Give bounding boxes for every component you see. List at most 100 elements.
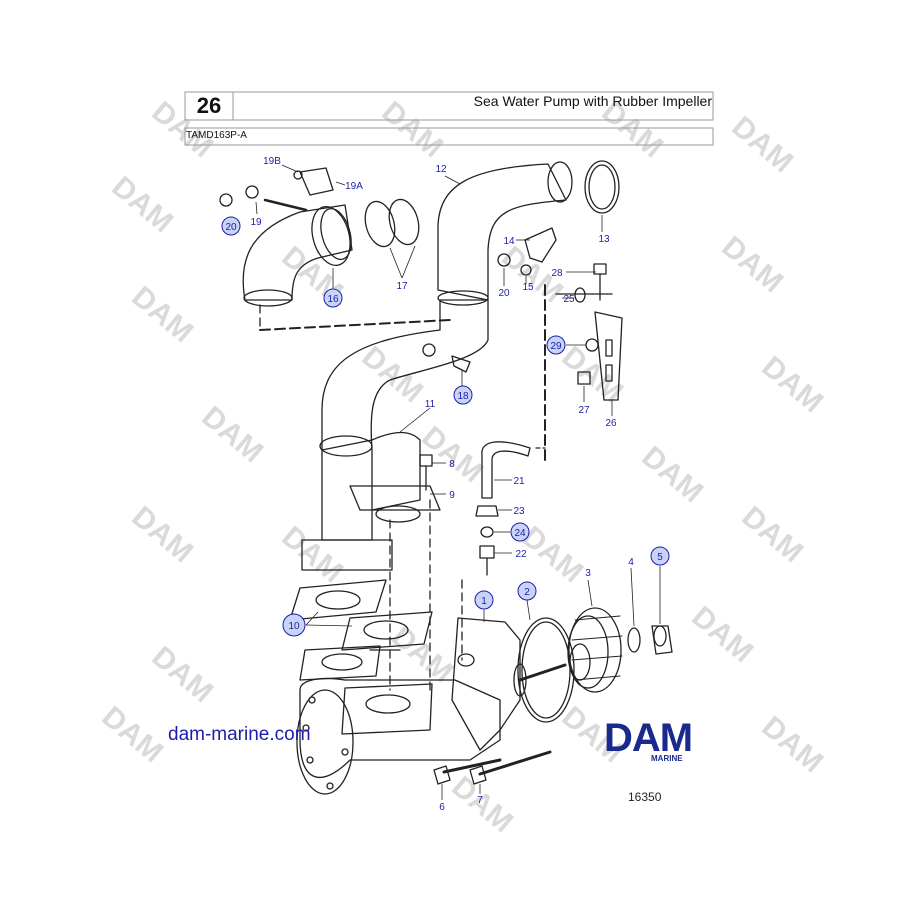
svg-text:DAM: DAM <box>126 280 200 349</box>
bracket-slot-2 <box>605 364 613 382</box>
part-number-1: 1 <box>481 596 487 607</box>
washer-4 <box>627 627 641 653</box>
svg-text:DAM: DAM <box>106 170 180 239</box>
callout-circle-29 <box>546 335 566 355</box>
hose-bottom-16 <box>243 289 293 307</box>
bolt-20b <box>497 253 511 267</box>
shaft-line <box>518 663 567 682</box>
bolt-head-6 <box>433 765 451 785</box>
page-title: Sea Water Pump with Rubber Impeller <box>473 93 712 109</box>
part-number-27: 27 <box>578 405 590 416</box>
part-number-16: 16 <box>327 294 339 305</box>
gasket-10a <box>289 579 387 621</box>
bolt-head-8 <box>419 454 433 467</box>
nut-29 <box>585 338 599 352</box>
part-number-6: 6 <box>439 802 445 813</box>
hose-clamp-16 <box>320 207 352 261</box>
fitting-25 <box>574 287 586 303</box>
cover-screw-4 <box>326 782 334 790</box>
pipe-12-bottom <box>437 290 489 306</box>
svg-text:DAM: DAM <box>756 710 830 779</box>
o-ring-17b <box>388 198 420 246</box>
bolt-head-7 <box>469 765 487 785</box>
part-number-2: 2 <box>524 587 530 598</box>
part-number-7: 7 <box>477 795 483 806</box>
callout-circle-24 <box>510 522 530 542</box>
part-number-29: 29 <box>550 341 562 352</box>
cover-screw-3 <box>306 756 314 764</box>
dam-logo-subtext: MARINE <box>651 754 683 763</box>
plug-18 <box>451 355 471 373</box>
callout-circle-16 <box>323 288 343 308</box>
part-number-13: 13 <box>598 234 610 245</box>
bracket-slot-1 <box>605 339 613 357</box>
pump-cover <box>296 689 354 795</box>
o-ring-13-inner <box>588 164 616 210</box>
page-number: 26 <box>196 93 222 118</box>
part-number-5: 5 <box>657 552 663 563</box>
svg-text:DAM: DAM <box>276 520 350 589</box>
part-number-28: 28 <box>551 268 563 279</box>
header-title-box <box>184 91 714 121</box>
svg-text:DAM: DAM <box>376 95 450 164</box>
flange-9-ring <box>375 505 421 523</box>
washer-15 <box>520 264 532 276</box>
nut-23 <box>475 505 499 517</box>
flange-lower-11 <box>301 539 393 571</box>
callout-circle-18 <box>453 385 473 405</box>
cover-screw-1 <box>308 696 316 704</box>
o-ring-17a <box>364 200 396 248</box>
assembly-line-b <box>259 319 451 331</box>
hose-elbow-16 <box>242 204 353 301</box>
svg-text:DAM: DAM <box>686 600 760 669</box>
leader-4 <box>630 567 635 627</box>
gear-3-hub <box>569 643 591 681</box>
hose-end-16 <box>311 206 351 266</box>
svg-text:DAM: DAM <box>736 500 810 569</box>
part-number-19: 19 <box>250 217 262 228</box>
bolt-20a <box>219 193 233 207</box>
washer-19 <box>245 185 259 199</box>
leader-19 <box>255 201 258 215</box>
bracket-19a <box>299 167 334 196</box>
part-number-14: 14 <box>503 236 515 247</box>
bracket-26 <box>594 311 623 401</box>
bracket-14 <box>524 227 557 263</box>
pipe-long-11 <box>321 299 489 541</box>
arrow-shaft <box>263 198 308 212</box>
svg-text:DAM: DAM <box>196 400 270 469</box>
plug-washer-18 <box>422 343 436 357</box>
leader-3 <box>587 579 593 607</box>
part-number-26: 26 <box>605 418 617 429</box>
part-number-12: 12 <box>435 164 447 175</box>
part-number-25: 25 <box>563 294 575 305</box>
callout-circle-1 <box>474 590 494 610</box>
svg-text:DAM: DAM <box>356 340 430 409</box>
o-ring-2 <box>517 617 575 723</box>
svg-text:DAM: DAM <box>726 110 800 179</box>
website-link[interactable]: dam-marine.com <box>168 724 311 745</box>
bolt-shank-7 <box>478 750 552 776</box>
leader-19b <box>281 164 299 173</box>
part-number-20a: 20 <box>225 222 237 233</box>
part-number-15: 15 <box>522 282 534 293</box>
cover-screw-2 <box>302 724 310 732</box>
leader-12 <box>444 175 461 185</box>
flange-9 <box>349 485 441 511</box>
part-number-8: 8 <box>449 459 455 470</box>
leader-10a <box>305 611 319 626</box>
part-number-4: 4 <box>628 557 634 568</box>
housing-port <box>457 653 475 667</box>
gear-3-inner <box>567 615 609 689</box>
pipe-12-end <box>547 161 573 203</box>
header-model-box <box>184 127 714 146</box>
leader-17b <box>401 245 416 279</box>
leader-10b <box>305 624 353 627</box>
part-number-20b: 20 <box>498 288 510 299</box>
pipe-bend-12 <box>437 163 567 301</box>
engine-model: TAMD163P-A <box>186 130 247 141</box>
housing-shaft <box>513 663 527 697</box>
elbow-11 <box>321 431 421 511</box>
leader-17a <box>389 247 403 279</box>
flange-upper-hole <box>321 653 363 671</box>
